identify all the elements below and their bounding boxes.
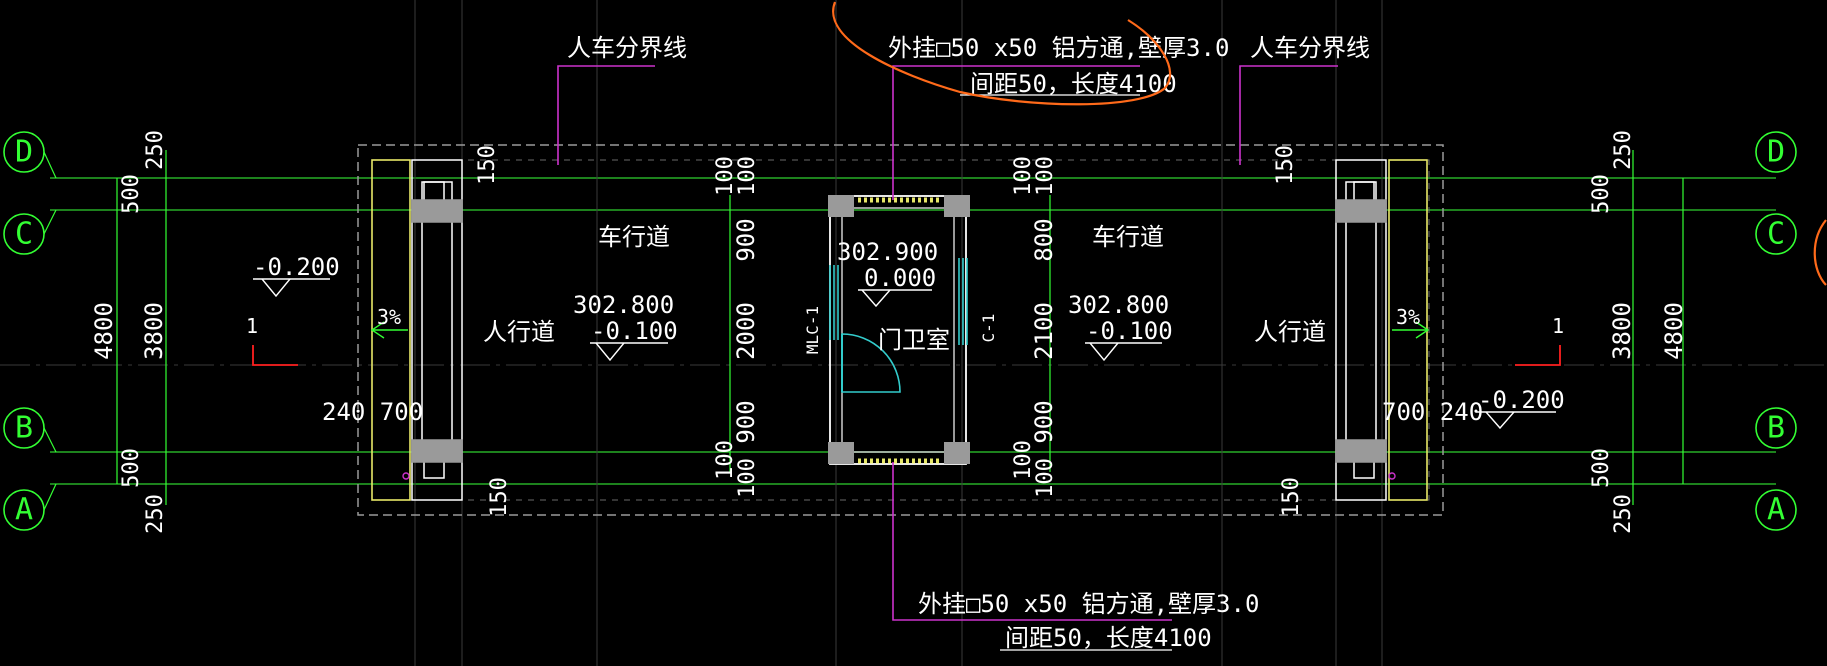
revision-cloud [832,1,1172,106]
door-tag-left: MLC-1 [803,306,822,354]
slope-right: 3% [1396,305,1420,329]
slope-arrows [370,321,1430,339]
dim-center-right-100-a: 100 [1011,156,1036,196]
dim-right-500-bottom: 500 [1589,448,1614,488]
axis-label-left-C: C [15,217,33,252]
dim-right-3800: 3800 [1608,302,1636,360]
dimension-lines [116,150,1684,505]
walk-label-left: 人行道 [483,318,555,346]
section-mark-left: 1 [246,314,258,338]
dim-center-right-100-c: 100 [1011,440,1036,480]
elev-room-rel: 0.000 [864,264,936,292]
door-tag-right: C-1 [979,314,998,343]
dim-center-left-900-bottom: 900 [732,400,760,443]
elev-room-abs: 302.900 [837,238,938,266]
dim-center-right-800: 800 [1030,218,1058,261]
bottom-note-line-2: 间距50，长度4100 [1005,624,1212,652]
dim-center-left-100-c: 100 [713,440,738,480]
axis-label-right-B: B [1767,411,1785,446]
axis-label-right-A: A [1767,493,1785,528]
dim-center-left-100-d: 100 [735,458,760,498]
guard-room [828,195,970,465]
left-gate-pillar [411,159,463,501]
dim-center-left-2000: 2000 [732,302,760,360]
axis-label-right-D: D [1767,135,1785,170]
dim-right-wall: 700 240 [1382,398,1483,426]
dim-center-right-900: 900 [1030,400,1058,443]
dim-left-250-bottom: 250 [143,494,168,534]
elev-lane-left-abs: 302.800 [573,291,674,319]
dim-right-250-top: 250 [1611,130,1636,170]
dim-right-150-bottom: 150 [1279,477,1304,517]
top-note-line-1: 外挂□50 x50 铝方通,壁厚3.0 [888,34,1229,62]
dim-right-500-top: 500 [1589,174,1614,214]
elevation-markers [253,278,1556,430]
leader-lines [557,65,1338,621]
walk-label-right: 人行道 [1254,318,1326,346]
marker-circle-right [1388,472,1396,480]
dim-left-150-bottom: 150 [487,477,512,517]
section-marks [252,345,1561,366]
dim-center-right-2100: 2100 [1030,302,1058,360]
elev-outer-left: -0.200 [253,253,340,281]
marker-circle-left [402,472,410,480]
axis-label-left-D: D [15,135,33,170]
dim-right-total: 4800 [1660,302,1688,360]
top-note-line-2: 间距50，长度4100 [970,70,1177,98]
elev-outer-right: -0.200 [1478,386,1565,414]
dim-left-500-top: 500 [119,174,144,214]
axis-label-right-C: C [1767,217,1785,252]
right-gate-pillar [1335,159,1387,501]
dim-left-total: 4800 [90,302,118,360]
slope-left: 3% [377,305,401,329]
dim-left-250-top: 250 [143,130,168,170]
dim-center-right-100-b: 100 [1033,156,1058,196]
divider-label-right: 人车分界线 [1250,34,1370,62]
axis-label-left-B: B [15,411,33,446]
elev-lane-left-rel: -0.100 [591,317,678,345]
dim-center-left-100-b: 100 [735,156,760,196]
room-label: 门卫室 [878,326,950,354]
dim-center-right-100-d: 100 [1033,458,1058,498]
dim-right-150-top: 150 [1273,145,1298,185]
bottom-note-line-1: 外挂□50 x50 铝方通,壁厚3.0 [918,590,1259,618]
elev-lane-right-rel: -0.100 [1086,317,1173,345]
elev-lane-right-abs: 302.800 [1068,291,1169,319]
divider-label-left: 人车分界线 [567,34,687,62]
dim-right-250-bottom: 250 [1611,494,1636,534]
revision-cloud-right [1813,219,1827,286]
axis-label-left-A: A [15,493,33,528]
lane-label-left: 车行道 [598,223,670,251]
axis-bubbles-left: D C B A [3,131,57,531]
dim-left-3800: 3800 [140,302,168,360]
dim-center-left-100-a: 100 [713,156,738,196]
dim-left-wall: 240 700 [322,398,423,426]
dim-left-500-bottom: 500 [119,448,144,488]
lane-label-right: 车行道 [1092,223,1164,251]
dim-left-150-top: 150 [475,145,500,185]
dim-center-left-900-top: 900 [732,218,760,261]
axis-bubbles-right: D C B A [1755,131,1797,531]
site-boundary [357,144,1444,516]
section-mark-right: 1 [1552,314,1564,338]
